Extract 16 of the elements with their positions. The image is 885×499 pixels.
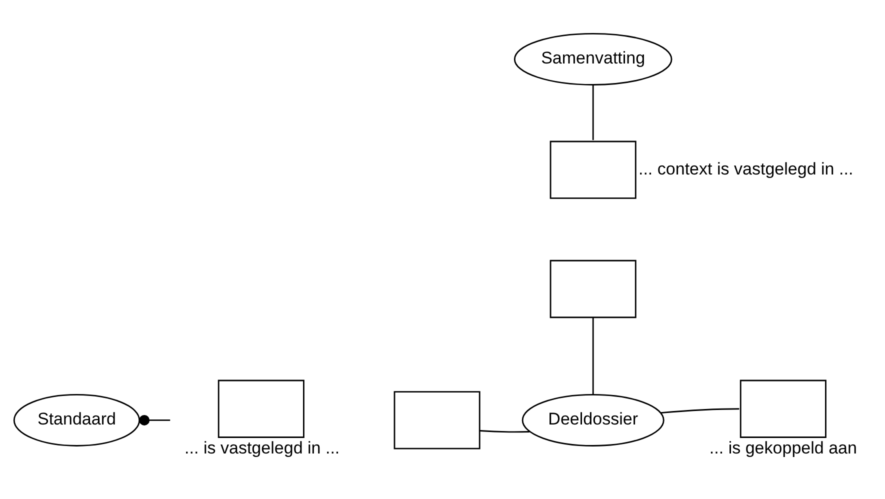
node-box — [740, 379, 826, 438]
connector — [592, 84, 594, 140]
node-box — [218, 379, 304, 438]
node-ellipse: Samenvatting — [514, 32, 672, 85]
node-label: ... is gekoppeld aan — [709, 438, 857, 458]
connector — [592, 317, 594, 394]
node-box — [394, 390, 480, 449]
node-ellipse: Standaard — [13, 393, 140, 446]
connector — [661, 408, 740, 414]
node-label: ... context is vastgelegd in ... — [638, 158, 854, 178]
connector — [139, 414, 170, 425]
node-ellipse: Deeldossier — [522, 393, 664, 446]
node-label: ... is vastgelegd in ... — [184, 438, 340, 458]
node-box — [550, 259, 636, 318]
node-box — [550, 140, 636, 198]
connector — [480, 430, 530, 432]
